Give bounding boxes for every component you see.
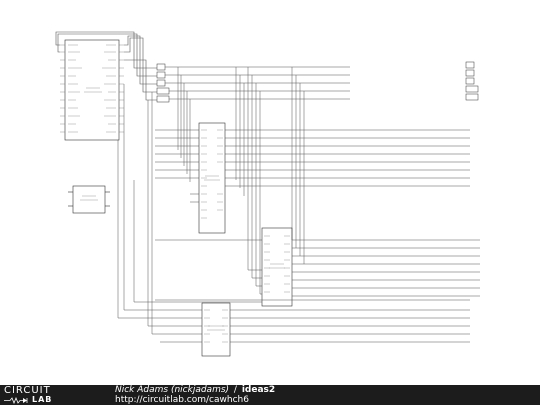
logo-wordmark-top: CIRCUIT: [4, 385, 51, 396]
center-wires: [155, 129, 470, 241]
ic-right-middle[interactable]: [261, 227, 293, 307]
ic-small-left[interactable]: [68, 185, 110, 214]
logo-circuit-icon: [4, 397, 28, 404]
ic-bottom[interactable]: [201, 302, 231, 357]
circuit-owner-line: Nick Adams (nickjadams) / ideas2: [115, 385, 275, 396]
author-link[interactable]: Nick Adams (nickjadams): [115, 385, 230, 395]
footer-bar: CIRCUIT LAB Nick Adams (nickjadams) / id…: [0, 385, 540, 405]
circuit-url[interactable]: http://circuitlab.com/cawhch6: [115, 395, 249, 405]
ic-top-left[interactable]: [60, 39, 124, 141]
logo-bottom-row: LAB: [4, 396, 94, 404]
loop-wires: [55, 31, 157, 101]
top-bus: [165, 66, 350, 100]
ic-center[interactable]: [198, 122, 226, 234]
schematic-canvas[interactable]: [0, 0, 540, 385]
bus-drops: [177, 67, 305, 294]
logo-wordmark-bottom: LAB: [32, 395, 53, 404]
right-middle-wires: [292, 239, 480, 297]
title-separator: /: [233, 385, 237, 395]
circuitlab-logo[interactable]: CIRCUIT LAB: [4, 386, 94, 404]
circuit-title[interactable]: ideas2: [241, 385, 276, 395]
bottom-wires: [117, 84, 470, 343]
net-labels-right: [465, 61, 479, 101]
